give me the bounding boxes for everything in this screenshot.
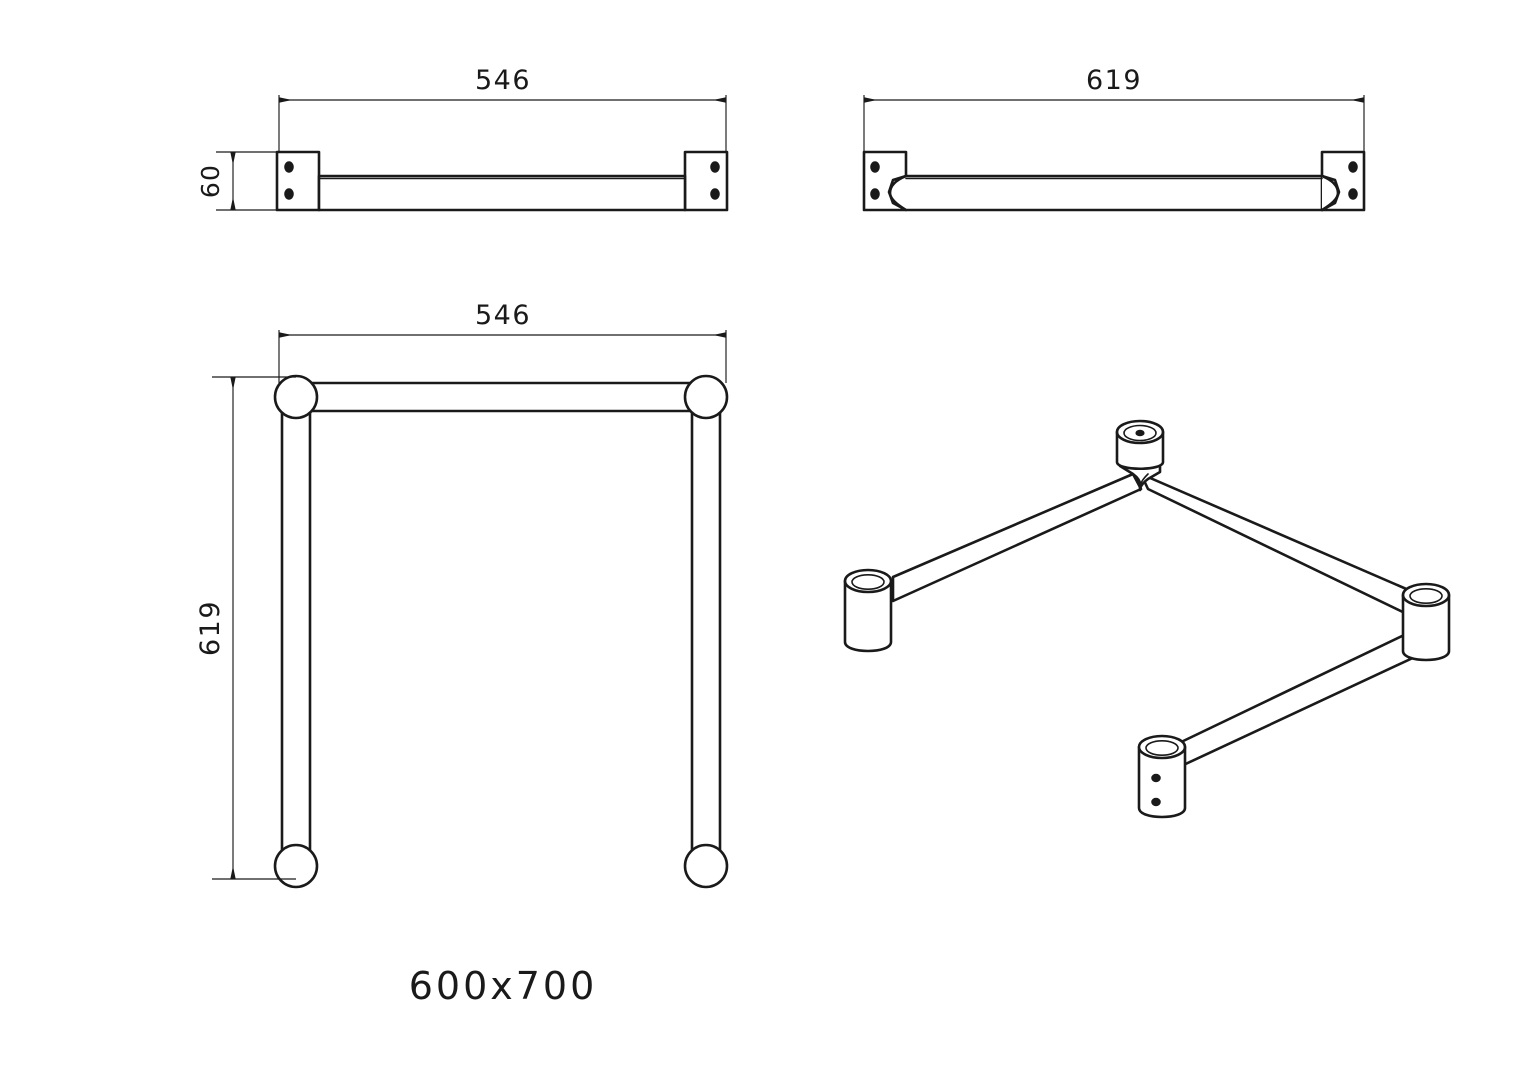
side-right-hole-lower — [1348, 188, 1358, 200]
drawing-caption: 600x700 — [409, 964, 598, 1008]
front-left-hole-lower — [284, 188, 294, 200]
iso-arm-back-right — [1139, 472, 1413, 618]
iso-right-cap-body — [1401, 593, 1451, 662]
front-right-bracket — [683, 150, 729, 212]
front-right-hole-upper — [710, 161, 720, 173]
plan-dim-label-619: 619 — [195, 600, 226, 656]
top-plan-view: 546 619 — [195, 300, 729, 889]
side-elevation-view: 619 — [862, 65, 1366, 212]
plan-corner-circle-top-right — [683, 374, 729, 420]
side-right-hole-upper — [1348, 161, 1358, 173]
iso-front-cap-hole-lower — [1151, 797, 1161, 807]
front-right-hole-lower — [710, 188, 720, 200]
front-elevation-view: 546 60 — [196, 65, 729, 212]
iso-front-cap-body — [1137, 745, 1187, 819]
plan-end-circle-bottom-left — [273, 843, 319, 889]
iso-top-cylinder-centre-hole — [1135, 429, 1145, 437]
front-tube-body — [317, 174, 687, 212]
iso-front-cap-rim-inner — [1145, 739, 1179, 756]
side-tube-right-cap — [1320, 174, 1340, 212]
plan-end-circle-bottom-right — [683, 843, 729, 889]
iso-front-cap-hole-upper — [1151, 773, 1161, 783]
front-dim-label-60: 60 — [196, 164, 225, 198]
front-left-bracket — [275, 150, 321, 212]
iso-top-cylinder-rim-inner — [1123, 424, 1157, 442]
side-left-hole-lower — [870, 188, 880, 200]
iso-arm-back-left — [891, 472, 1143, 603]
iso-arm-front-right — [1175, 623, 1434, 770]
plan-dim-label-546: 546 — [475, 300, 531, 331]
front-dim-label-546: 546 — [475, 65, 531, 96]
side-tube-body — [888, 174, 1324, 212]
plan-top-tube — [294, 381, 708, 413]
iso-corner-elbow-crease — [1132, 473, 1149, 490]
isometric-3d-view — [843, 419, 1451, 819]
plan-left-leg-tube — [280, 395, 312, 868]
side-dim-label-619: 619 — [1086, 65, 1142, 96]
iso-left-cap-rim-inner — [851, 573, 885, 590]
iso-left-cap-body — [843, 579, 893, 653]
side-left-hole-upper — [870, 161, 880, 173]
iso-right-cap-rim-inner — [1409, 587, 1443, 604]
plan-right-leg-tube — [690, 395, 722, 868]
plan-corner-circle-top-left — [273, 374, 319, 420]
front-left-hole-upper — [284, 161, 294, 173]
